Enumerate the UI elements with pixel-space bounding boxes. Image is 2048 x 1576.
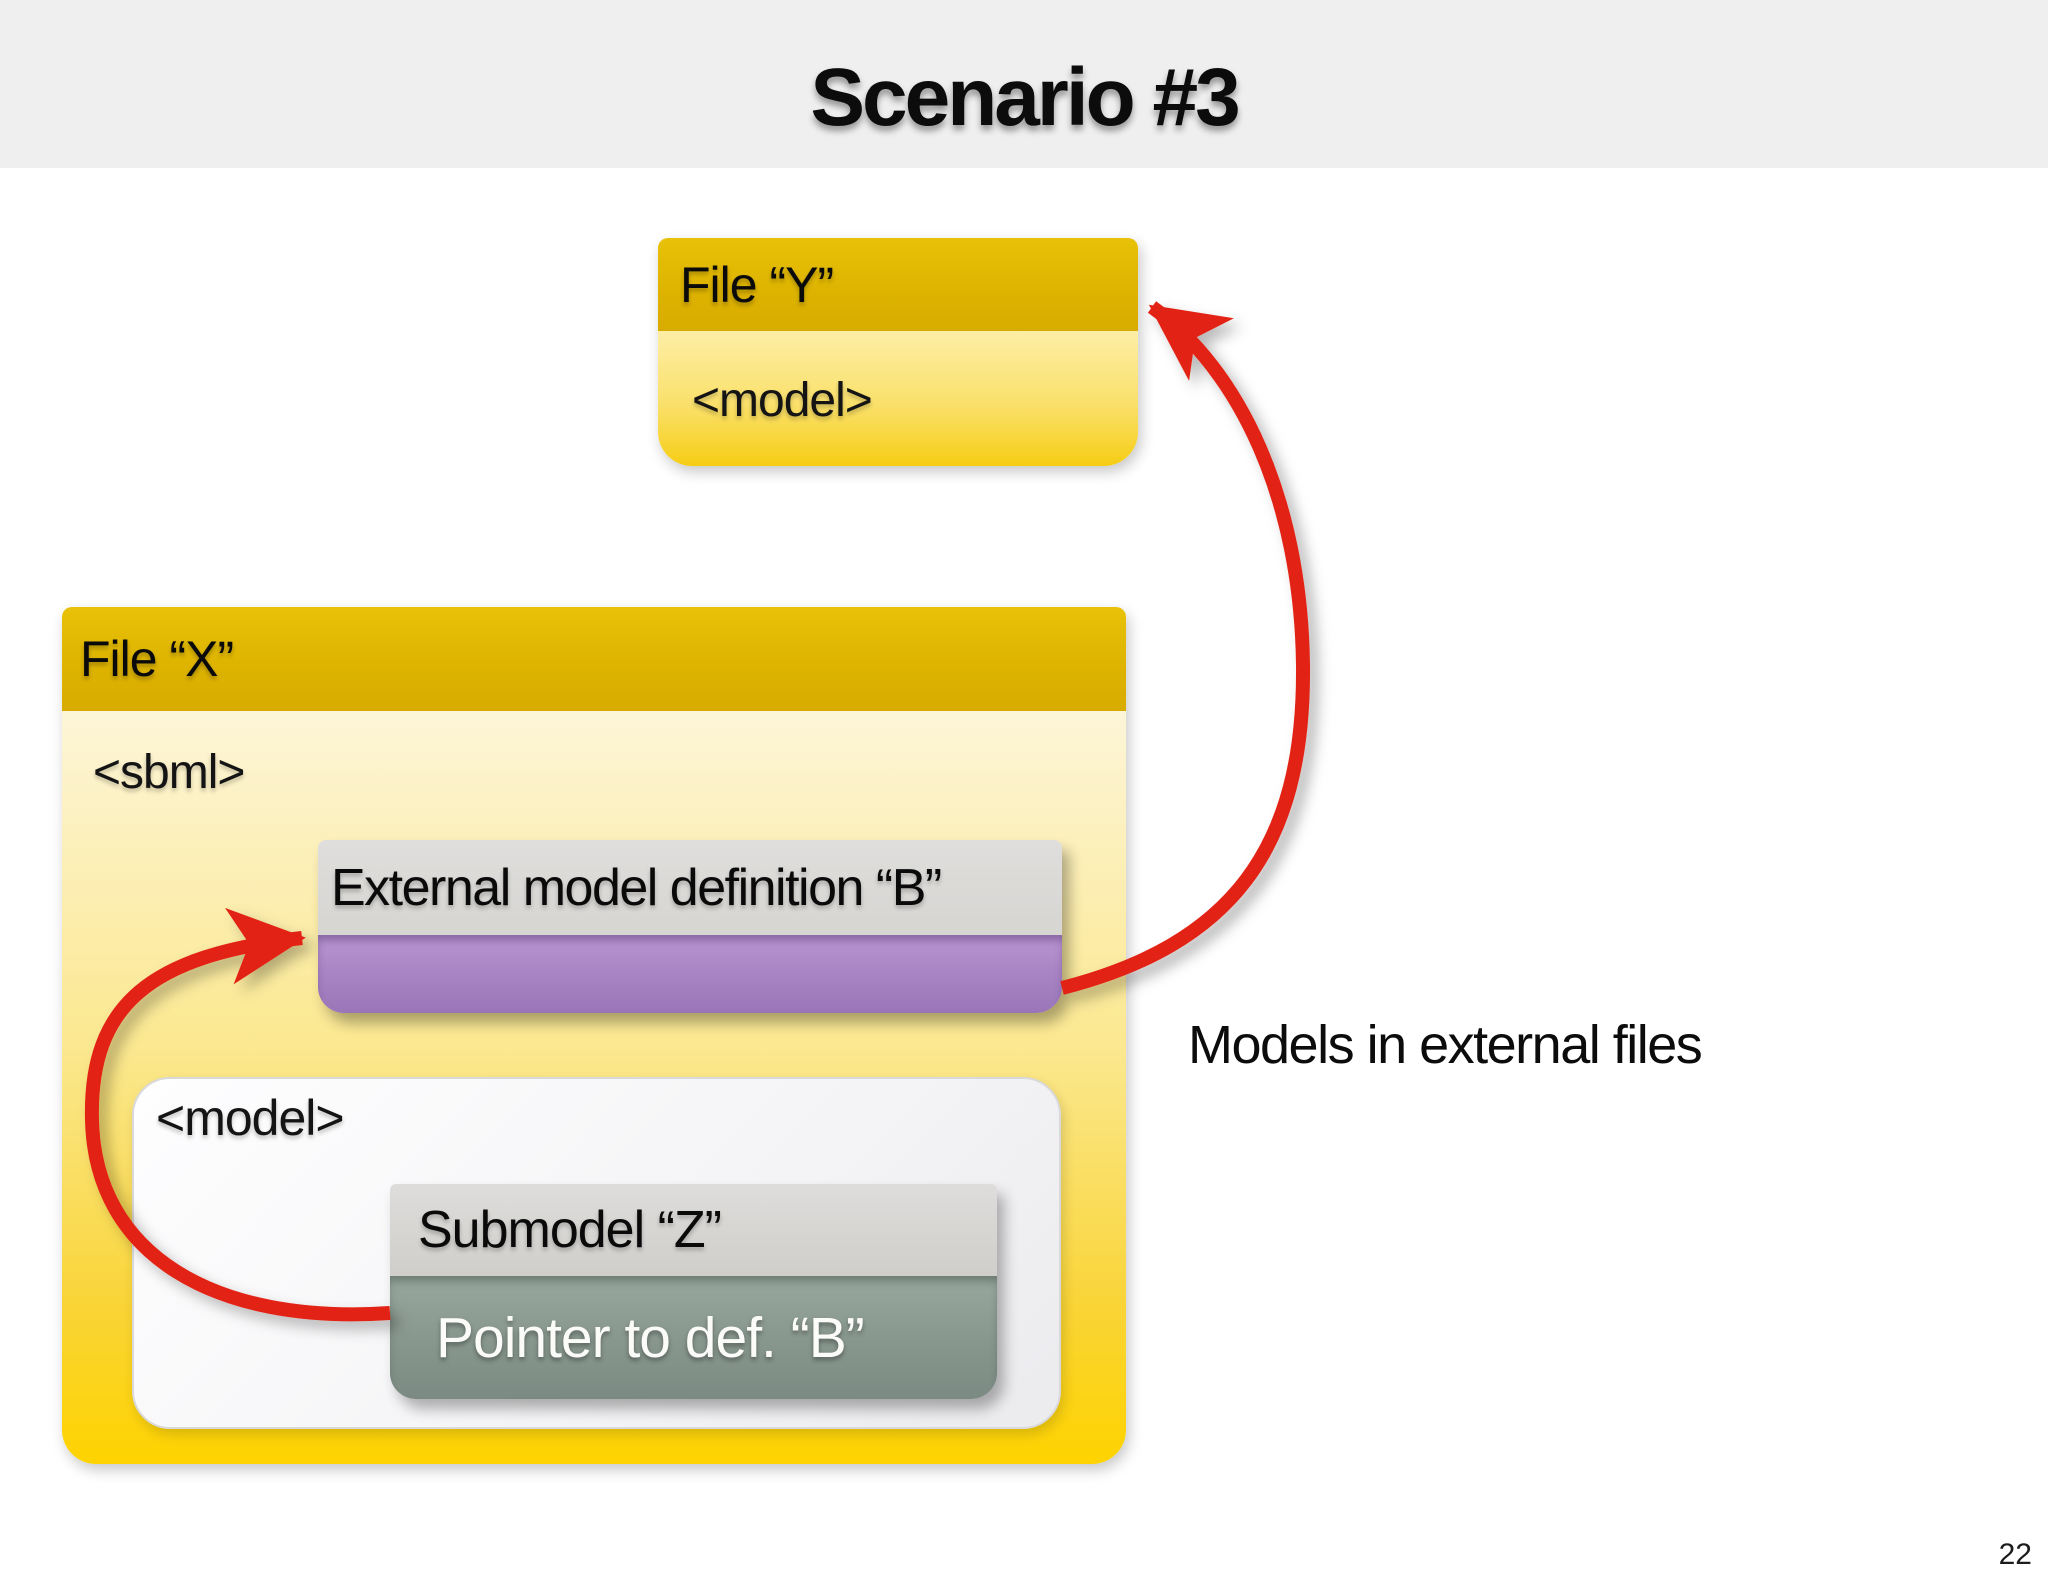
slide-title: Scenario #3 — [810, 52, 1240, 143]
external-model-definition-body — [318, 935, 1062, 1013]
file-y-header: File “Y” — [658, 238, 1138, 331]
submodel-pointer-body: Pointer to def. “B” — [390, 1276, 997, 1399]
file-y-title: File “Y” — [680, 256, 834, 313]
file-y-body: <model> — [658, 331, 1138, 466]
file-x-title: File “X” — [80, 631, 234, 687]
page-number: 22 — [1998, 1538, 2032, 1571]
file-x-header: File “X” — [62, 607, 1126, 711]
caption-models-in-external-files: Models in external files — [1188, 1015, 1703, 1075]
submodel-box: Submodel “Z” Pointer to def. “B” — [390, 1184, 997, 1399]
file-y-model-tag: <model> — [692, 374, 873, 427]
external-model-definition-box: External model definition “B” — [318, 840, 1062, 1013]
file-y-box: File “Y” <model> — [658, 238, 1138, 466]
submodel-title: Submodel “Z” — [418, 1201, 722, 1259]
file-x-box: File “X” <sbml> External model definitio… — [62, 607, 1126, 1464]
file-x-sbml-tag: <sbml> — [93, 746, 245, 799]
model-section-tag: <model> — [156, 1090, 345, 1146]
external-model-definition-header: External model definition “B” — [318, 840, 1062, 935]
submodel-pointer-label: Pointer to def. “B” — [436, 1305, 865, 1370]
file-x-body: <sbml> External model definition “B” <mo… — [62, 711, 1126, 1464]
title-band: Scenario #3 — [0, 0, 2048, 168]
submodel-header: Submodel “Z” — [390, 1184, 997, 1276]
external-model-definition-title: External model definition “B” — [331, 858, 942, 917]
model-section-box: <model> Submodel “Z” Pointer to def. “B” — [132, 1077, 1061, 1429]
